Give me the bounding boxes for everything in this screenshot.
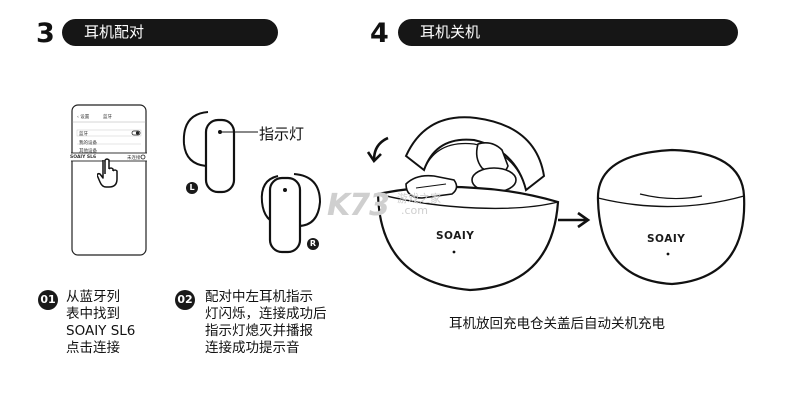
hand-pointer-icon (97, 158, 118, 188)
closed-case-brand: SOAIY (647, 233, 686, 245)
phone-illustration: ‹ 设置 蓝牙 蓝牙 我的设备 SOAIY SL6 未连接 其他设备 (67, 104, 151, 256)
phone-title: 蓝牙 (103, 115, 112, 120)
indicator-light-label: 指示灯 (259, 125, 305, 143)
left-earbud-mark: L (186, 182, 198, 194)
step-3-title: 耳机配对 (84, 23, 145, 41)
instruction-2-text: 配对中左耳机指示 灯闪烁，连接成功后 指示灯熄灭并播报 连接成功提示音 (205, 289, 327, 356)
step-3-number: 3 (36, 18, 55, 49)
open-charging-case (376, 116, 560, 292)
instruction-1-number: 01 (38, 290, 58, 310)
step-3-title-pill: 耳机配对 (62, 19, 278, 46)
step-4-title-pill: 耳机关机 (398, 19, 738, 46)
indicator-leader-line (222, 131, 258, 133)
watermark-logo: K73 游戏之家 .com (327, 188, 441, 223)
right-arrow-icon (558, 211, 591, 229)
phone-back-label: ‹ 设置 (77, 115, 90, 120)
phone-device-row[interactable]: SOAIY SL6 (70, 155, 97, 160)
watermark-sub1: 游戏之家 (397, 192, 441, 205)
phone-device-status: 未连接 (127, 156, 141, 161)
step-4-title: 耳机关机 (420, 23, 481, 41)
watermark-sub2: .com (401, 204, 428, 217)
left-earbud (182, 111, 236, 194)
closed-charging-case (596, 148, 746, 286)
step-4-number: 4 (370, 18, 389, 49)
right-earbud-mark: R (307, 238, 319, 250)
step-4-caption: 耳机放回充电仓关盖后自动关机充电 (449, 316, 665, 332)
phone-my-devices: 我的设备 (79, 141, 97, 146)
watermark-main: K73 (327, 188, 390, 223)
phone-other-devices: 其他设备 (79, 149, 97, 154)
instruction-1-text: 从蓝牙列 表中找到 SOAIY SL6 点击连接 (66, 289, 136, 356)
right-earbud (260, 173, 322, 254)
instruction-2-number: 02 (175, 290, 195, 310)
open-case-brand: SOAIY (436, 230, 475, 242)
phone-bluetooth-row: 蓝牙 (79, 132, 88, 137)
close-lid-arrow-icon (366, 136, 389, 164)
